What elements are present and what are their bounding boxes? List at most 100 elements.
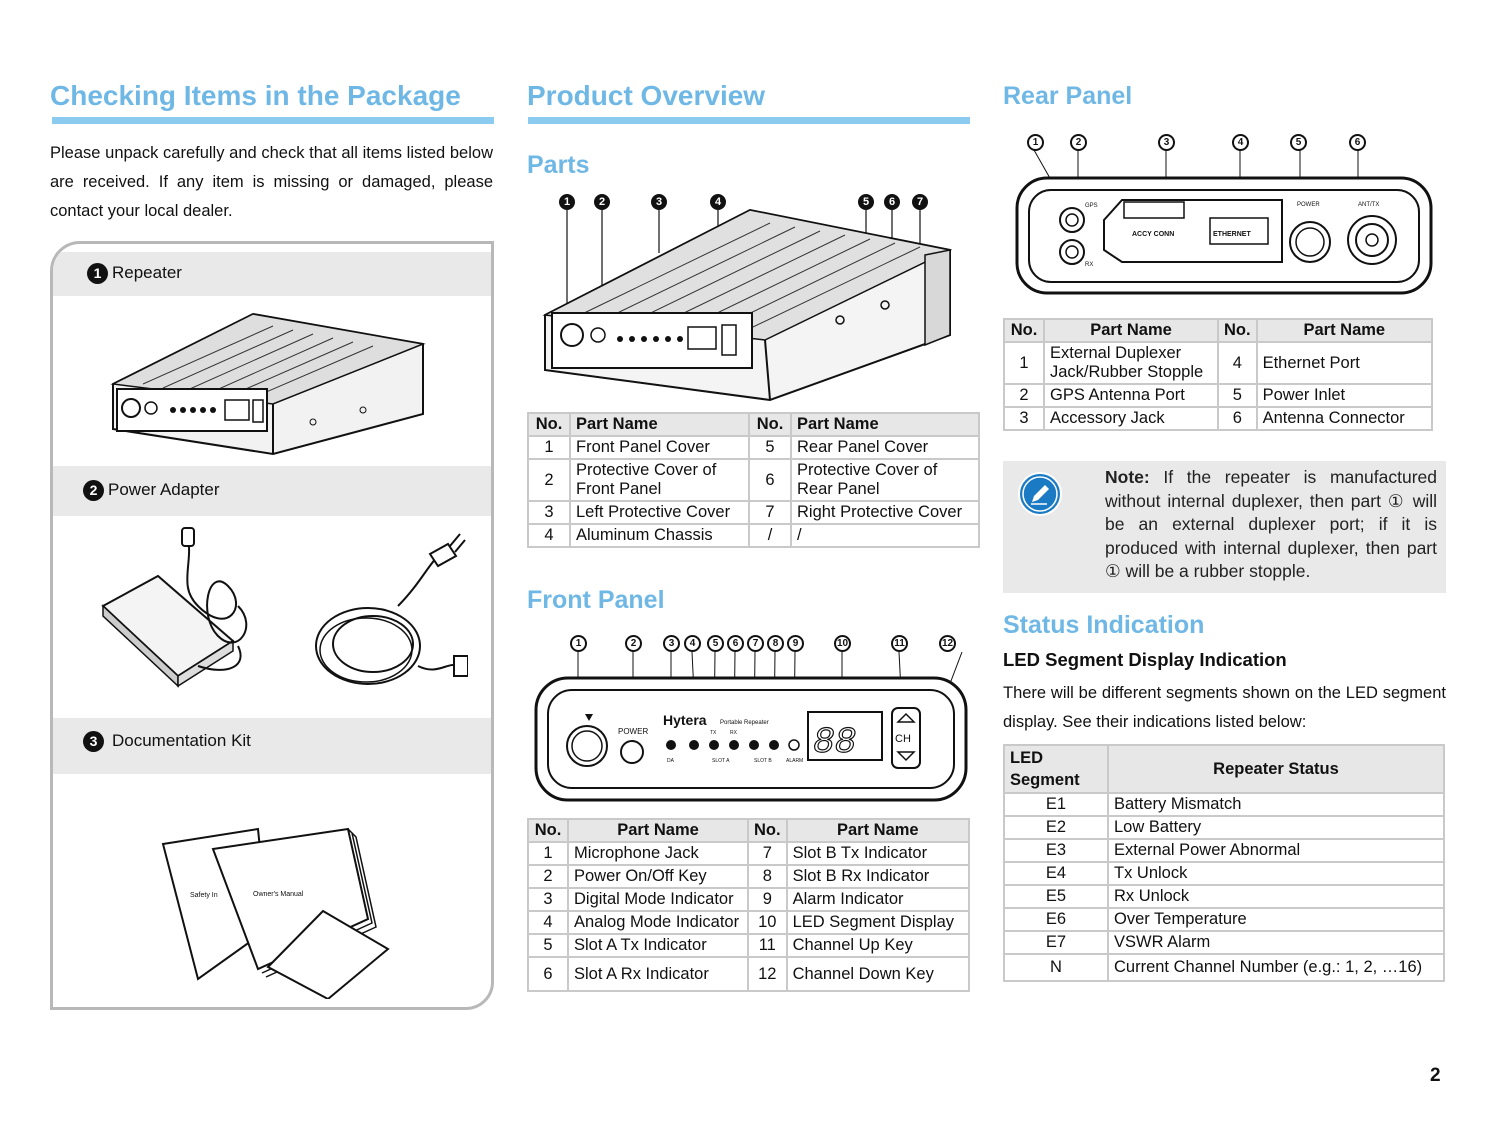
table-row: 1 Microphone Jack 7 Slot B Tx Indicator [527,841,971,866]
table-cell: 4 [527,910,569,935]
table-header: No. [527,412,571,437]
manual-doc-label: Owner's Manual [253,891,304,898]
item-number: 2 [83,480,104,502]
table-header: LED Segment [1003,744,1109,794]
table-cell: Power On/Off Key [567,864,749,889]
table-cell: Ethernet Port [1255,341,1434,385]
table-row: 2 Protective Cover of Front Panel 6 Prot… [527,458,980,502]
callout: 3 [1158,134,1175,151]
table-cell: Channel Down Key [785,956,971,992]
table-cell: Slot A Tx Indicator [567,933,749,958]
callout: 6 [727,635,744,652]
table-cell: 9 [747,887,788,912]
table-cell: 1 [527,841,569,866]
da-label: DA [667,758,675,764]
table-cell: E7 [1003,930,1109,955]
tx-label: TX [710,730,717,736]
table-header: Part Name [785,818,971,843]
callout: 6 [884,194,900,210]
table-cell: Power Inlet [1255,383,1434,408]
callout: 3 [663,635,680,652]
table-cell: Rx Unlock [1107,884,1445,909]
table-cell: Low Battery [1107,815,1445,840]
parts-table: No. Part Name No. Part Name 1 Front Pane… [527,412,980,548]
segment-display: 88 [813,722,856,763]
table-cell: Rear Panel Cover [790,435,980,460]
table-row: 2 GPS Antenna Port 5 Power Inlet [1003,383,1434,408]
slot-b-label: SLOT B [754,758,772,764]
title-underline [528,117,970,124]
table-cell: Front Panel Cover [569,435,750,460]
rear-panel-title: Rear Panel [1003,82,1133,110]
rear-panel-table: No. Part Name No. Part Name 1 External D… [1003,318,1434,431]
page-number: 2 [1430,1065,1441,1086]
item-label: Repeater [112,263,182,282]
table-cell: E4 [1003,861,1109,886]
callout: 5 [858,194,874,210]
item-documentation-kit: 3 Documentation Kit [53,718,491,774]
callout: 1 [1027,134,1044,151]
slot-a-label: SLOT A [712,758,730,764]
callout: 4 [684,635,701,652]
callout: 9 [787,635,804,652]
table-cell: 2 [527,458,571,502]
table-cell: Battery Mismatch [1107,792,1445,817]
table-row: 3 Left Protective Cover 7 Right Protecti… [527,500,980,525]
table-cell: 8 [747,864,788,889]
table-row: 3 Digital Mode Indicator 9 Alarm Indicat… [527,887,971,912]
table-cell: Digital Mode Indicator [567,887,749,912]
led-heading: LED Segment Display Indication [1003,649,1287,670]
item-number: 3 [83,731,104,753]
table-cell: Antenna Connector [1255,406,1434,431]
table-row: 4 Aluminum Chassis / / [527,523,980,548]
table-header: No. [527,818,569,843]
table-cell: E5 [1003,884,1109,909]
status-title: Status Indication [1003,611,1205,639]
callout: 5 [1290,134,1307,151]
table-row: 4 Analog Mode Indicator 10 LED Segment D… [527,910,971,935]
table-cell: 1 [1003,341,1045,385]
table-cell: 2 [1003,383,1045,408]
led-intro: There will be different segments shown o… [1003,684,1446,731]
table-cell: 3 [1003,406,1045,431]
item-number: 1 [87,263,108,285]
callout: 12 [939,635,956,652]
table-cell: 7 [747,841,788,866]
table-row: 1 Front Panel Cover 5 Rear Panel Cover [527,435,980,460]
table-row: 1 External Duplexer Jack/Rubber Stopple … [1003,341,1434,385]
table-cell: 1 [527,435,571,460]
table-header: Repeater Status [1107,744,1445,794]
callout: 2 [594,194,610,210]
table-cell: Left Protective Cover [569,500,750,525]
table-cell: N [1003,953,1109,982]
ant-label: ANT/TX [1358,202,1379,208]
table-cell: 5 [527,933,569,958]
table-cell: 12 [747,956,788,992]
documentation-image: Safety In Owner's Manual [161,827,390,999]
callout: 3 [651,194,667,210]
rx-label: RX [730,730,738,736]
overview-title: Product Overview [527,80,766,111]
table-row: 5 Slot A Tx Indicator 11 Channel Up Key [527,933,971,958]
power-adapter-image [101,527,468,688]
callout: 7 [747,635,764,652]
item-label: Documentation Kit [112,731,251,750]
brand-label: Hytera [663,712,707,728]
table-cell: Aluminum Chassis [569,523,750,548]
rear-panel-image: GPS RX ACCY CONN ETHERNET POWER ANT/TX [1015,150,1433,295]
table-header: No. [1003,318,1045,343]
acc-label: ACCY CONN [1132,231,1174,238]
repeater-image [110,312,426,456]
rx-port-label: RX [1085,262,1093,268]
table-header: Part Name [790,412,980,437]
table-cell: Microphone Jack [567,841,749,866]
callout: 5 [707,635,724,652]
callout: 8 [767,635,784,652]
table-cell: / [748,523,792,548]
callout: 6 [1349,134,1366,151]
